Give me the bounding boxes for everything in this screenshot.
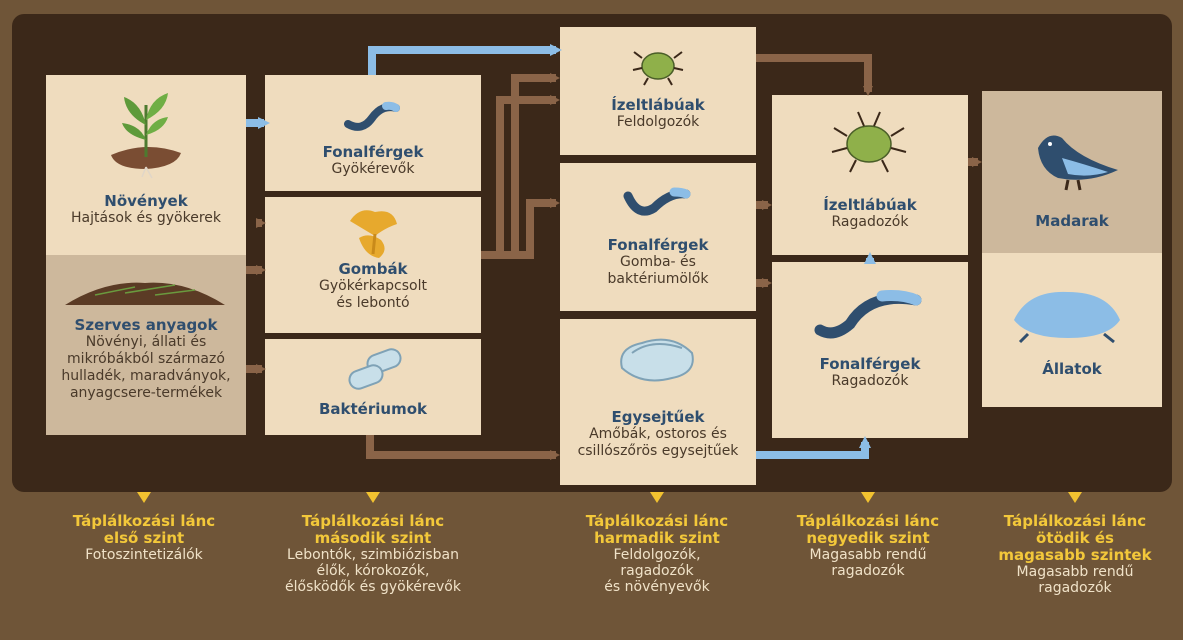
beetle-icon-shredder xyxy=(632,51,684,86)
level-4-marker xyxy=(861,492,875,503)
level-5: Táplálkozási lánc ötödik és magasabb szi… xyxy=(975,492,1175,596)
level-1-title-1: Táplálkozási lánc xyxy=(72,512,216,530)
plant-icon xyxy=(111,93,181,179)
arthropods-predators-sub: Ragadozók xyxy=(831,214,909,230)
arthropods-predators-title: Ízeltlábúak xyxy=(823,196,917,214)
mole-icon xyxy=(1014,291,1120,344)
level-4: Táplálkozási lánc negyedik szint Magasab… xyxy=(768,492,968,579)
level-3-marker xyxy=(650,492,664,503)
bird-icon xyxy=(1038,135,1118,191)
level-4-desc-1: Magasabb rendű xyxy=(809,547,927,563)
level-3-desc-3: és növényevők xyxy=(604,579,710,595)
level-5-marker xyxy=(1068,492,1082,503)
organic-sub-4: anyagcsere-termékek xyxy=(69,385,223,401)
level-1-desc-1: Fotoszintetizálók xyxy=(85,547,203,563)
level-4-title-1: Táplálkozási lánc xyxy=(796,512,940,530)
organic-sub-1: Növényi, állati és xyxy=(85,334,207,350)
node-protozoa: Egysejtűek Amőbák, ostoros és csillószőr… xyxy=(560,319,756,485)
arrow-bacteria-protozoa xyxy=(366,435,560,460)
nematodes-fungal-title: Fonalférgek xyxy=(607,236,709,254)
level-3-desc-1: Feldolgozók, xyxy=(613,547,701,563)
protozoa-sub-1: Amőbák, ostoros és xyxy=(589,426,727,442)
node-nematodes-fungal: Fonalférgek Gomba- és baktériumölők xyxy=(560,163,756,311)
arthropods-shredders-sub: Feldolgozók xyxy=(616,114,700,130)
animals-title: Állatok xyxy=(1042,360,1102,378)
nematodes-root-sub: Gyökérevők xyxy=(331,161,415,177)
arrow-arthropods-predators xyxy=(756,54,873,96)
node-arthropods-predators: Ízeltlábúak Ragadozók xyxy=(772,95,968,255)
level-2-desc-2: élők, kórokozók, xyxy=(316,563,430,579)
plants-sub: Hajtások és gyökerek xyxy=(71,210,221,226)
plants-title: Növények xyxy=(104,192,188,210)
level-2-title-1: Táplálkozási lánc xyxy=(301,512,445,530)
nematodes-root-title: Fonalférgek xyxy=(322,143,424,161)
level-5-title-2: ötödik és xyxy=(1036,529,1114,547)
level-1-marker xyxy=(137,492,151,503)
nematodes-fungal-sub-2: baktériumölők xyxy=(607,271,709,287)
level-3-title-1: Táplálkozási lánc xyxy=(585,512,729,530)
level-3: Táplálkozási lánc harmadik szint Feldolg… xyxy=(557,492,757,595)
level-1: Táplálkozási lánc első szint Fotoszintet… xyxy=(44,492,244,563)
level-1-title-2: első szint xyxy=(103,529,185,547)
level-3-desc-2: ragadozók xyxy=(620,563,694,579)
fungi-title: Gombák xyxy=(338,260,408,278)
node-nematodes-predators: Fonalférgek Ragadozók xyxy=(772,262,968,438)
level-5-desc-2: ragadozók xyxy=(1038,580,1112,596)
fungi-sub-2: és lebontó xyxy=(336,295,410,311)
level-3-title-2: harmadik szint xyxy=(594,529,720,547)
level-5-title-1: Táplálkozási lánc xyxy=(1003,512,1147,530)
node-organic-matter: Szerves anyagok Növényi, állati és mikró… xyxy=(46,255,246,435)
fungi-sub-1: Gyökérkapcsolt xyxy=(319,278,427,294)
protozoa-sub-2: csillószőrös egysejtűek xyxy=(577,443,739,459)
arthropods-shredders-title: Ízeltlábúak xyxy=(611,96,705,114)
organic-sub-3: hulladék, maradványok, xyxy=(61,368,231,384)
level-2-marker xyxy=(366,492,380,503)
organic-sub-2: mikróbákból származó xyxy=(67,351,225,367)
level-5-desc-1: Magasabb rendű xyxy=(1016,564,1134,580)
level-4-desc-2: ragadozók xyxy=(831,563,905,579)
node-arthropods-shredders: Ízeltlábúak Feldolgozók xyxy=(560,27,756,155)
level-2-desc-3: élősködők és gyökérevők xyxy=(285,579,461,595)
level-5-title-3: magasabb szintek xyxy=(998,546,1152,564)
arrow-bacteria-nematodes xyxy=(481,198,560,259)
level-2-desc-1: Lebontók, szimbiózisban xyxy=(287,547,459,563)
protozoa-title: Egysejtűek xyxy=(611,408,705,426)
beetle-icon-predator xyxy=(831,111,907,173)
node-nematodes-root: Fonalférgek Gyökérevők xyxy=(265,75,481,191)
nematode-icon-root xyxy=(344,101,400,131)
nematodes-predators-sub: Ragadozók xyxy=(831,373,909,389)
arrow-nematodes-arthropods xyxy=(368,44,562,75)
organic-title: Szerves anyagok xyxy=(74,316,218,334)
level-2: Táplálkozási lánc második szint Lebontók… xyxy=(273,492,473,595)
bacteria-icon xyxy=(348,348,402,390)
arrow-protozoa-nematodes-predators xyxy=(756,436,871,459)
protozoa-icon xyxy=(620,338,694,382)
organic-matter-icon xyxy=(65,282,225,305)
fungi-icon xyxy=(350,210,397,258)
level-2-title-2: második szint xyxy=(314,529,432,547)
nematode-icon-predator xyxy=(814,290,922,339)
nematode-icon-fungal xyxy=(623,187,691,216)
nematodes-fungal-sub-1: Gomba- és xyxy=(620,254,696,270)
birds-title: Madarak xyxy=(1035,212,1109,230)
bacteria-title: Baktériumok xyxy=(318,400,427,418)
level-4-title-2: negyedik szint xyxy=(806,529,930,547)
nematodes-predators-title: Fonalférgek xyxy=(819,355,921,373)
